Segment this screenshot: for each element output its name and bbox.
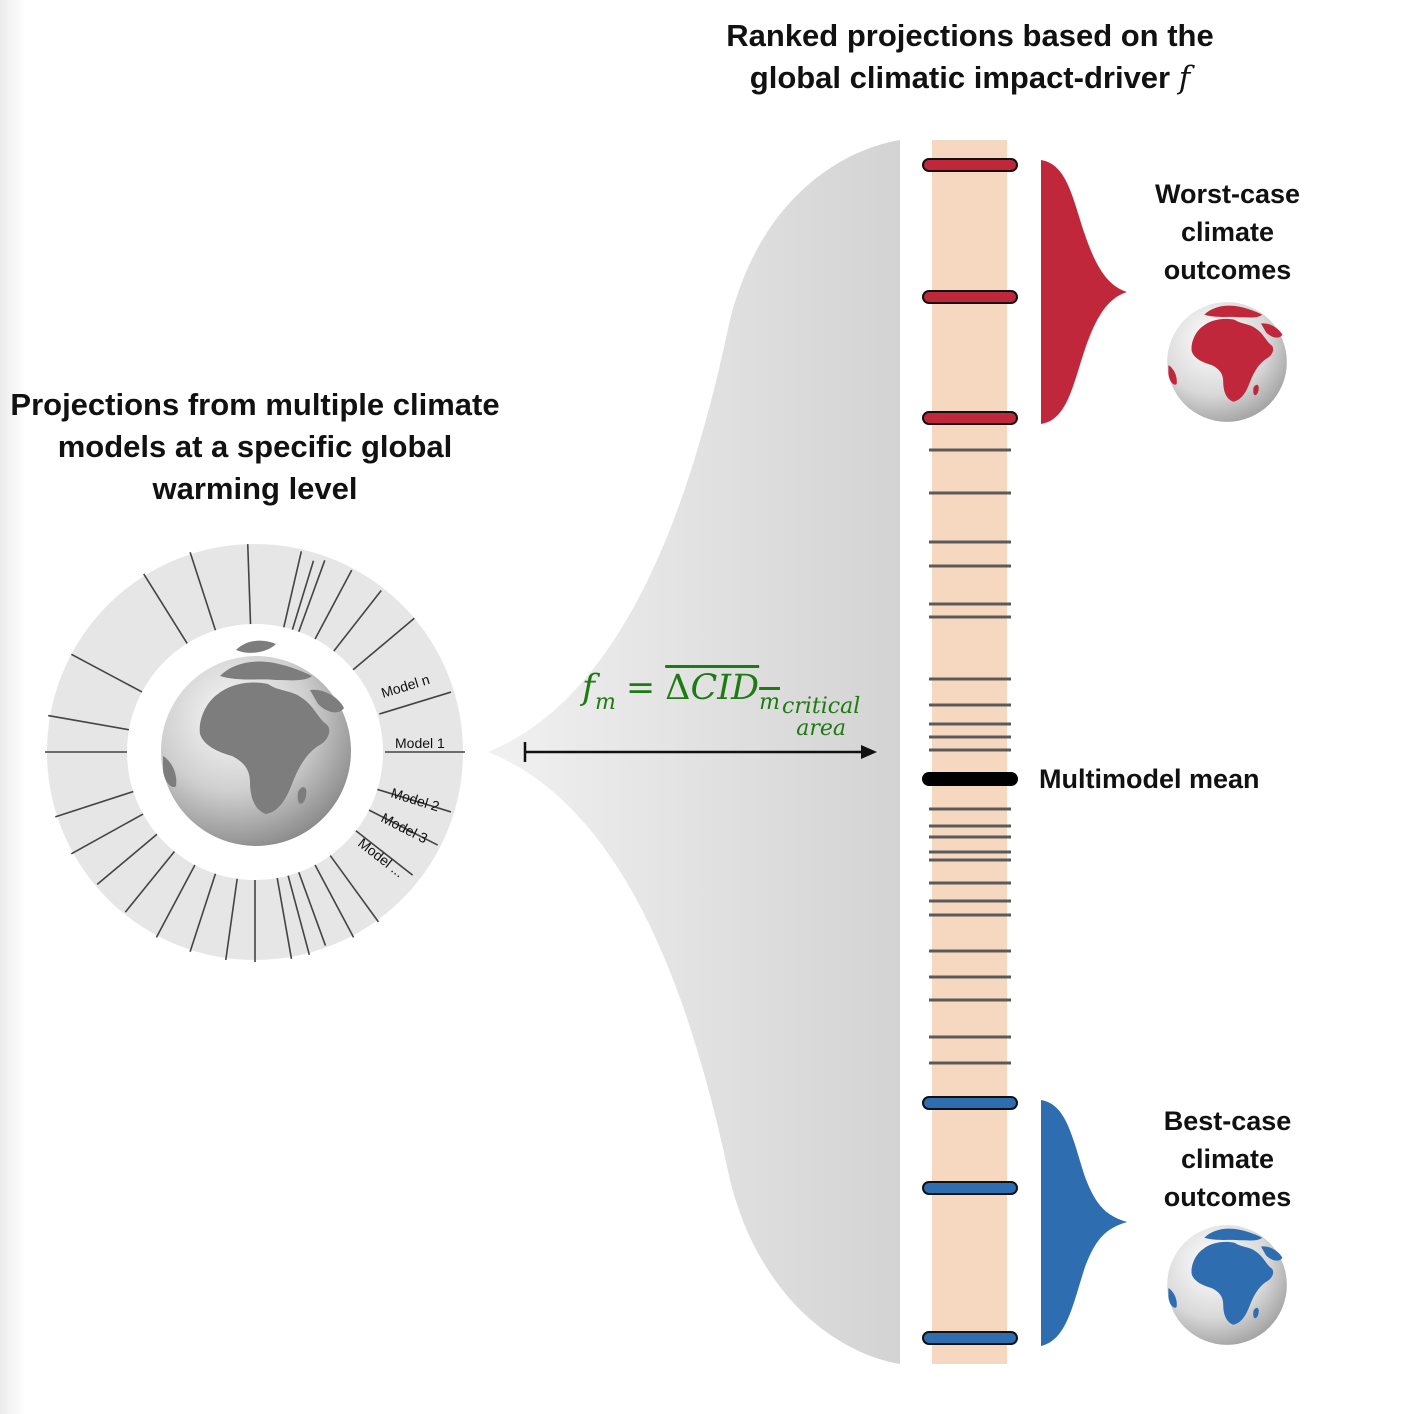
model-projection-line	[368, 809, 439, 846]
model-projection-line	[355, 830, 414, 876]
model-projection-line	[189, 873, 217, 952]
worst-case-brace	[1041, 160, 1127, 424]
worst-case-tick	[922, 411, 1018, 425]
model-projection-line	[124, 850, 176, 913]
model-projection-line	[224, 878, 238, 961]
formula: fm=ΔCIDm	[582, 668, 780, 715]
model-projection-line	[55, 790, 134, 818]
formula-lhs-sub: m	[594, 690, 616, 715]
best-case-tick	[922, 1181, 1018, 1195]
model-projection-line	[155, 864, 196, 938]
model-projection-line	[246, 544, 252, 625]
formula-qualifier-critical: critical	[782, 694, 861, 719]
formula-qualifier-area: area	[796, 716, 846, 741]
best-case-projection-ticks	[922, 1096, 1018, 1345]
formula-cid: CID	[690, 668, 760, 708]
right-title-line-2: global climatic impact-driver	[749, 60, 1171, 95]
model-projection-line	[377, 788, 452, 813]
model-projection-line	[314, 864, 355, 938]
worst-case-tick	[922, 290, 1018, 304]
model-projection-line	[329, 855, 380, 923]
best-case-brace	[1041, 1100, 1127, 1346]
right-title: Ranked projections based on the global c…	[640, 15, 1300, 99]
model-projection-line	[48, 714, 130, 731]
right-title-line-1: Ranked projections based on the	[726, 18, 1214, 53]
worst-case-projection-ticks	[922, 158, 1018, 425]
globe-icon	[161, 640, 351, 846]
model-projection-line	[314, 569, 353, 640]
ranking-arrow	[523, 742, 877, 762]
model-projection-line	[276, 877, 293, 959]
formula-equals: =	[625, 668, 656, 708]
best-case-tick	[922, 1096, 1018, 1110]
best-case-label: Best-case climate outcomes	[1163, 1106, 1292, 1212]
model-projection-line	[287, 875, 311, 956]
formula-qualifier: critical area	[782, 696, 860, 740]
formula-rhs-sub: m	[759, 690, 780, 715]
impact-driver-symbol: f	[1178, 60, 1191, 96]
model-projection-line	[70, 653, 143, 693]
blue-globe-icon	[1167, 1225, 1287, 1345]
model-projection-line	[298, 872, 327, 946]
formula-rhs: ΔCIDm	[665, 668, 780, 715]
neutral-projection-ticks	[929, 448, 1011, 1065]
model-projection-line	[291, 560, 315, 630]
red-globe-icon	[1167, 302, 1287, 422]
left-title: Projections from multiple climate models…	[10, 387, 500, 506]
worst-case-tick	[922, 158, 1018, 172]
best-case-tick	[922, 1331, 1018, 1345]
model-projection-line	[96, 833, 158, 886]
formula-lhs: f	[582, 668, 595, 708]
multimodel-mean-label: Multimodel mean	[1039, 764, 1260, 794]
worst-case-label: Worst-case climate outcomes	[1154, 179, 1301, 285]
model-projection-line	[143, 573, 188, 644]
formula-delta: Δ	[665, 668, 691, 708]
model-projection-line	[379, 691, 452, 715]
model-projection-line	[298, 560, 326, 632]
ranking-column	[932, 140, 1007, 1364]
model-projection-line	[283, 551, 303, 628]
model-projection-line	[189, 552, 217, 631]
model-label-1: Model 1	[395, 735, 445, 751]
model-ring	[45, 544, 465, 962]
model-projection-line	[352, 617, 415, 671]
page-edge-shadow	[0, 0, 26, 1414]
model-projection-line	[333, 589, 382, 652]
model-projection-line	[70, 813, 144, 855]
